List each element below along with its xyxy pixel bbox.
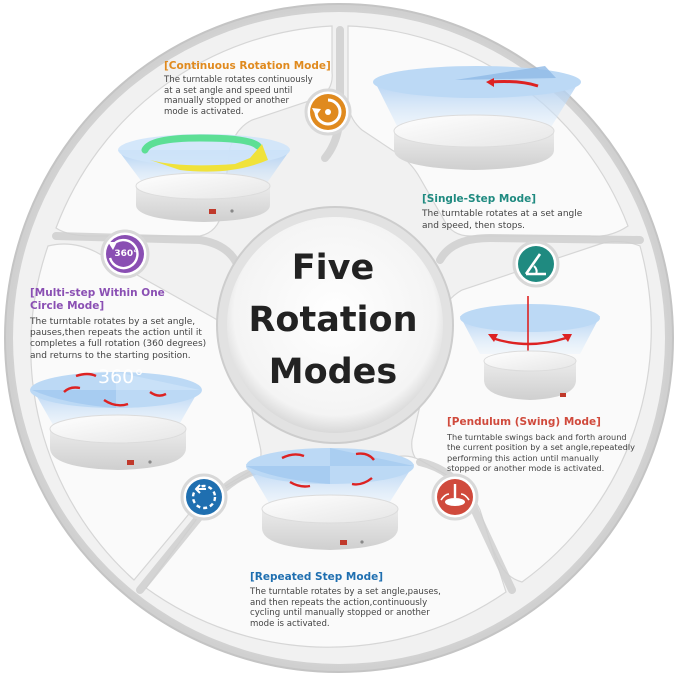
- center-title-line: Rotation: [248, 300, 418, 340]
- turntable-single-step: [373, 66, 581, 170]
- red-arrow-icon: [491, 336, 567, 346]
- desc-line: The turntable rotates by a set angle,pau…: [250, 587, 441, 597]
- mode-title-pendulum: [Pendulum (Swing) Mode]: [447, 416, 601, 428]
- continuous-rotation-icon: [304, 88, 352, 136]
- mode-desc-pendulum: The turntable swings back and forth arou…: [447, 432, 635, 474]
- mode-title-single-step: [Single-Step Mode]: [422, 193, 537, 205]
- center-title: Five Rotation Modes: [222, 242, 444, 398]
- desc-line: manually stopped or another: [164, 96, 290, 107]
- mode-title-multi-step: [Multi-step Within One Circle Mode]: [30, 287, 165, 313]
- desc-line: The turntable rotates continuously: [164, 75, 313, 85]
- mode-title-repeated: [Repeated Step Mode]: [250, 571, 384, 583]
- desc-line: completes a full rotation (360 degrees): [30, 339, 207, 350]
- desc-line: mode is activated.: [250, 618, 330, 629]
- icon-360-label: 360°: [114, 249, 138, 259]
- center-title-line: Five: [291, 248, 375, 288]
- mode-desc-continuous: The turntable rotates continuously at a …: [164, 75, 313, 117]
- desc-line: The turntable swings back and forth arou…: [447, 432, 627, 442]
- mode-desc-repeated: The turntable rotates by a set angle,pau…: [250, 587, 441, 629]
- green-arrow-icon: [141, 134, 262, 154]
- desc-line: and then repeats the action,continuously: [250, 597, 428, 608]
- pendulum-icon: [431, 473, 479, 521]
- desc-line: cycling until manually stopped or anothe…: [250, 608, 430, 619]
- desc-line: and returns to the starting position.: [30, 350, 191, 361]
- center-title-line: Modes: [268, 352, 398, 392]
- desc-line: mode is activated.: [164, 106, 244, 117]
- title-line: Circle Mode]: [30, 300, 105, 312]
- desc-line: the current position by a set angle,repe…: [447, 442, 635, 453]
- desc-line: The turntable rotates at a set angle: [422, 209, 583, 219]
- desc-line: and speed, then stops.: [422, 220, 526, 231]
- turntable-pendulum: [460, 296, 600, 400]
- turntable-continuous: [118, 134, 290, 222]
- mode-desc-multi-step: The turntable rotates by a set angle, pa…: [30, 317, 206, 362]
- desc-line: The turntable rotates by a set angle,: [30, 317, 196, 327]
- turntable-repeated: [246, 448, 414, 550]
- repeated-step-icon: [180, 473, 228, 521]
- image-360-label: 360°: [98, 366, 144, 388]
- mode-title-continuous: [Continuous Rotation Mode]: [164, 60, 331, 72]
- desc-line: pauses,then repeats the action until it: [30, 328, 202, 339]
- desc-line: at a set angle and speed until: [164, 85, 293, 96]
- title-line: [Multi-step Within One: [30, 287, 165, 299]
- center-hub: [227, 217, 443, 433]
- desc-line: performing this action until manually: [447, 452, 599, 463]
- angle-icon: [512, 240, 560, 288]
- mode-desc-single-step: The turntable rotates at a set angle and…: [422, 209, 582, 232]
- 360-rotation-icon: [100, 229, 150, 279]
- yellow-arrow-icon: [150, 144, 268, 172]
- red-arrow-icon: [489, 80, 539, 88]
- desc-line: stopped or another mode is activated.: [447, 463, 605, 474]
- turntable-multi-step: [30, 372, 202, 470]
